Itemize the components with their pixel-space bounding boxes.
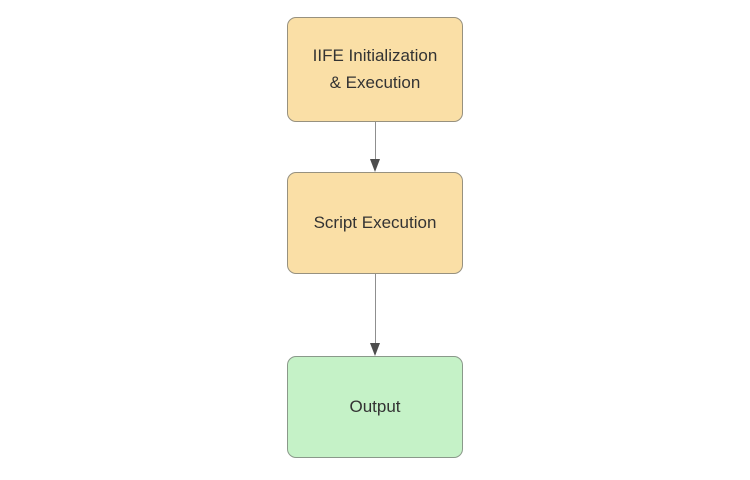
flowchart-node-script-execution[interactable]: Script Execution (287, 172, 463, 274)
arrowhead-down-icon (370, 159, 380, 172)
node-label-output: Output (349, 396, 401, 416)
flowchart-node-output[interactable]: Output (287, 356, 463, 458)
connector-iife-to-script (370, 122, 381, 172)
arrowhead-down-icon (370, 343, 380, 356)
connector-script-to-output (370, 274, 381, 356)
node-label-script-execution: Script Execution (313, 212, 437, 232)
connector-line (375, 274, 376, 344)
flowchart-node-iife-initialization[interactable]: IIFE Initialization & Execution (287, 17, 463, 122)
connector-line (375, 122, 376, 160)
node-label-iife-initialization: IIFE Initialization & Execution (312, 46, 438, 92)
